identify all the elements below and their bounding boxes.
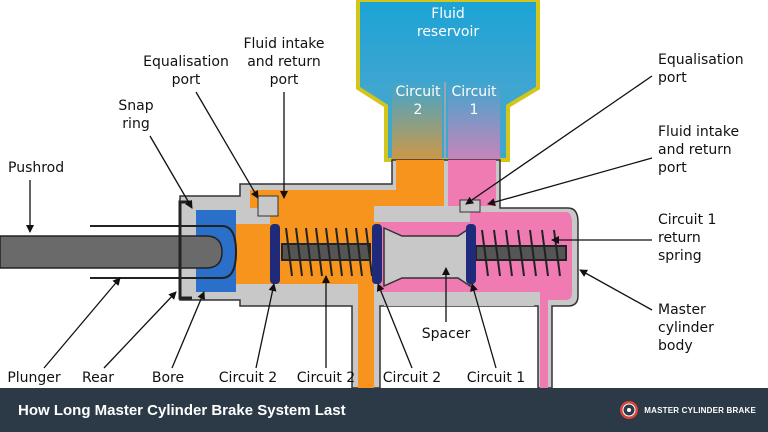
footer-bar: How Long Master Cylinder Brake System La… xyxy=(0,388,768,432)
brake-disc-icon xyxy=(620,401,639,419)
brand-text: MASTER CYLINDER BRAKE xyxy=(644,405,756,415)
label-equalisation-left-1: Equalisation xyxy=(143,54,229,70)
label-equalisation-left-2: port xyxy=(172,72,201,88)
label-plunger: Plunger xyxy=(7,370,61,386)
seal-circuit-1 xyxy=(466,224,476,284)
label-spacer: Spacer xyxy=(422,326,471,342)
label-circuit2-top-2: 2 xyxy=(414,102,423,118)
circuit-1-return-spring xyxy=(475,229,567,277)
label-c1-spring-2: return xyxy=(658,230,701,246)
label-fluid-intake-right-3: port xyxy=(658,160,687,176)
pushrod xyxy=(0,235,223,269)
label-c1-spring-1: Circuit 1 xyxy=(658,212,716,228)
label-circuit1-top-2: 1 xyxy=(470,102,479,118)
label-snap-ring-1: Snap xyxy=(118,98,153,114)
leader-arrows xyxy=(26,75,653,369)
label-bore: Bore xyxy=(152,370,184,386)
equalisation-port-left xyxy=(257,195,279,217)
label-fluid-intake-right-1: Fluid intake xyxy=(658,124,739,140)
seal-circuit-2-front xyxy=(372,224,382,284)
label-fluid-intake-left-2: and return xyxy=(247,54,321,70)
label-circuit2-top-1: Circuit xyxy=(395,84,441,100)
label-pushrod: Pushrod xyxy=(8,160,64,176)
label-body-1: Master xyxy=(658,302,706,318)
spacer xyxy=(383,226,471,288)
label-circuit1-bottom: Circuit 1 xyxy=(467,370,525,386)
master-cylinder-diagram: Fluid reservoir Circuit 2 Circuit 1 Equa… xyxy=(0,0,744,388)
circuit-2-spring xyxy=(281,227,373,277)
label-body-2: cylinder xyxy=(658,320,714,336)
label-fluid-intake-left-1: Fluid intake xyxy=(243,36,324,52)
brand-logo[interactable]: MASTER CYLINDER BRAKE xyxy=(619,400,756,420)
label-fluid-reservoir-2: reservoir xyxy=(417,24,479,40)
plunger xyxy=(90,225,238,279)
footer-title: How Long Master Cylinder Brake System La… xyxy=(18,401,346,419)
label-fluid-reservoir-1: Fluid xyxy=(431,6,465,22)
label-circuit1-top-1: Circuit xyxy=(451,84,497,100)
label-c1-spring-3: spring xyxy=(658,248,702,264)
label-equalisation-right-1: Equalisation xyxy=(658,52,744,68)
label-fluid-intake-left-3: port xyxy=(270,72,299,88)
seal-circuit-2-rear xyxy=(270,224,280,284)
label-equalisation-right-2: port xyxy=(658,70,687,86)
label-circuit2-b: Circuit 2 xyxy=(297,370,355,386)
label-fluid-intake-right-2: and return xyxy=(658,142,732,158)
label-snap-ring-2: ring xyxy=(122,116,149,132)
label-body-3: body xyxy=(658,338,693,354)
label-circuit2-c: Circuit 2 xyxy=(383,370,441,386)
label-circuit2-a: Circuit 2 xyxy=(219,370,277,386)
label-rear: Rear xyxy=(82,370,114,386)
